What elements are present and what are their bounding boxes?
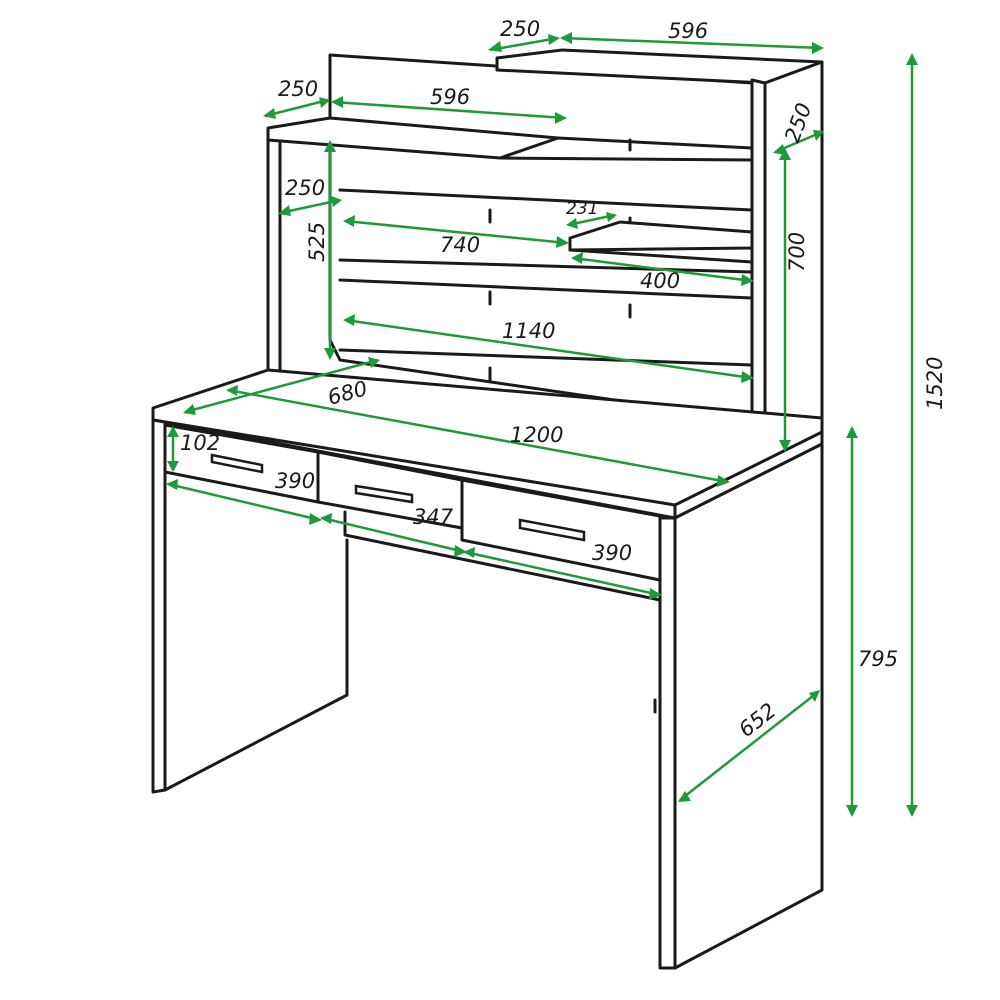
dim-hutch-back-width: 1140 <box>343 314 754 383</box>
hutch-small-shelf <box>568 220 754 252</box>
label-hutch-shelf-width: 740 <box>440 233 480 257</box>
label-left-shelf-depth: 250 <box>278 77 318 101</box>
dim-drawer-right-width: 390 <box>463 541 662 600</box>
right-leg <box>658 516 677 970</box>
label-small-shelf-depth: 231 <box>566 199 598 219</box>
hutch-small-shelf-edge <box>568 248 754 264</box>
label-hutch-back-width: 1140 <box>502 319 555 343</box>
back-slat <box>338 258 754 274</box>
desk-outline <box>151 48 824 970</box>
label-small-shelf-width: 400 <box>640 269 680 293</box>
hutch-left-shelf <box>266 116 560 160</box>
back-slat <box>338 278 754 300</box>
dim-left-shelf-width: 596 <box>331 85 567 124</box>
dim-drawer-middle-width: 347 <box>320 505 467 557</box>
label-left-shelf-width: 596 <box>430 85 470 109</box>
dim-left-shelf-depth: 250 <box>263 77 330 119</box>
dim-hutch-shelf-width: 740 <box>343 215 569 257</box>
dim-desk-height: 795 <box>846 426 898 817</box>
label-drawer-middle-width: 347 <box>413 505 454 529</box>
label-top-shelf-width: 596 <box>668 19 708 43</box>
dim-desk-width: 1200 <box>226 385 730 487</box>
label-desk-width: 1200 <box>510 423 563 447</box>
drawer-left-handle <box>210 453 264 474</box>
dim-hutch-shelf-depth: 250 <box>278 176 342 216</box>
dim-hutch-height: 700 <box>779 148 809 452</box>
dim-top-shelf-width: 596 <box>560 19 824 54</box>
right-leg-side <box>673 442 824 970</box>
label-hutch-shelf-depth: 250 <box>285 176 325 200</box>
dim-small-shelf-depth: 231 <box>566 199 617 229</box>
label-total-height: 1520 <box>923 357 947 410</box>
label-hutch-inner-height: 525 <box>305 222 329 262</box>
dim-total-height: 1520 <box>906 53 947 817</box>
drawer-right-handle <box>518 518 586 542</box>
label-desk-height: 795 <box>858 647 898 671</box>
back-slat <box>338 348 754 367</box>
label-drawer-right-width: 390 <box>592 541 632 565</box>
apron-underside <box>343 510 662 602</box>
label-drawer-height: 102 <box>180 431 220 455</box>
dim-drawer-height: 102 <box>167 426 220 472</box>
back-slat <box>338 188 754 212</box>
left-leg <box>151 418 167 794</box>
dim-small-shelf-width: 400 <box>571 252 754 293</box>
hutch-left-side <box>266 134 282 380</box>
dim-hutch-inner-height: 525 <box>305 140 336 360</box>
drawer-middle-handle <box>354 484 414 504</box>
left-leg-back <box>163 538 349 792</box>
dim-drawer-left-width: 390 <box>166 469 322 525</box>
label-hutch-height: 700 <box>785 232 809 272</box>
label-top-shelf-depth: 250 <box>500 17 540 41</box>
dim-top-shelf-depth: 250 <box>488 17 560 52</box>
label-drawer-left-width: 390 <box>275 469 315 493</box>
